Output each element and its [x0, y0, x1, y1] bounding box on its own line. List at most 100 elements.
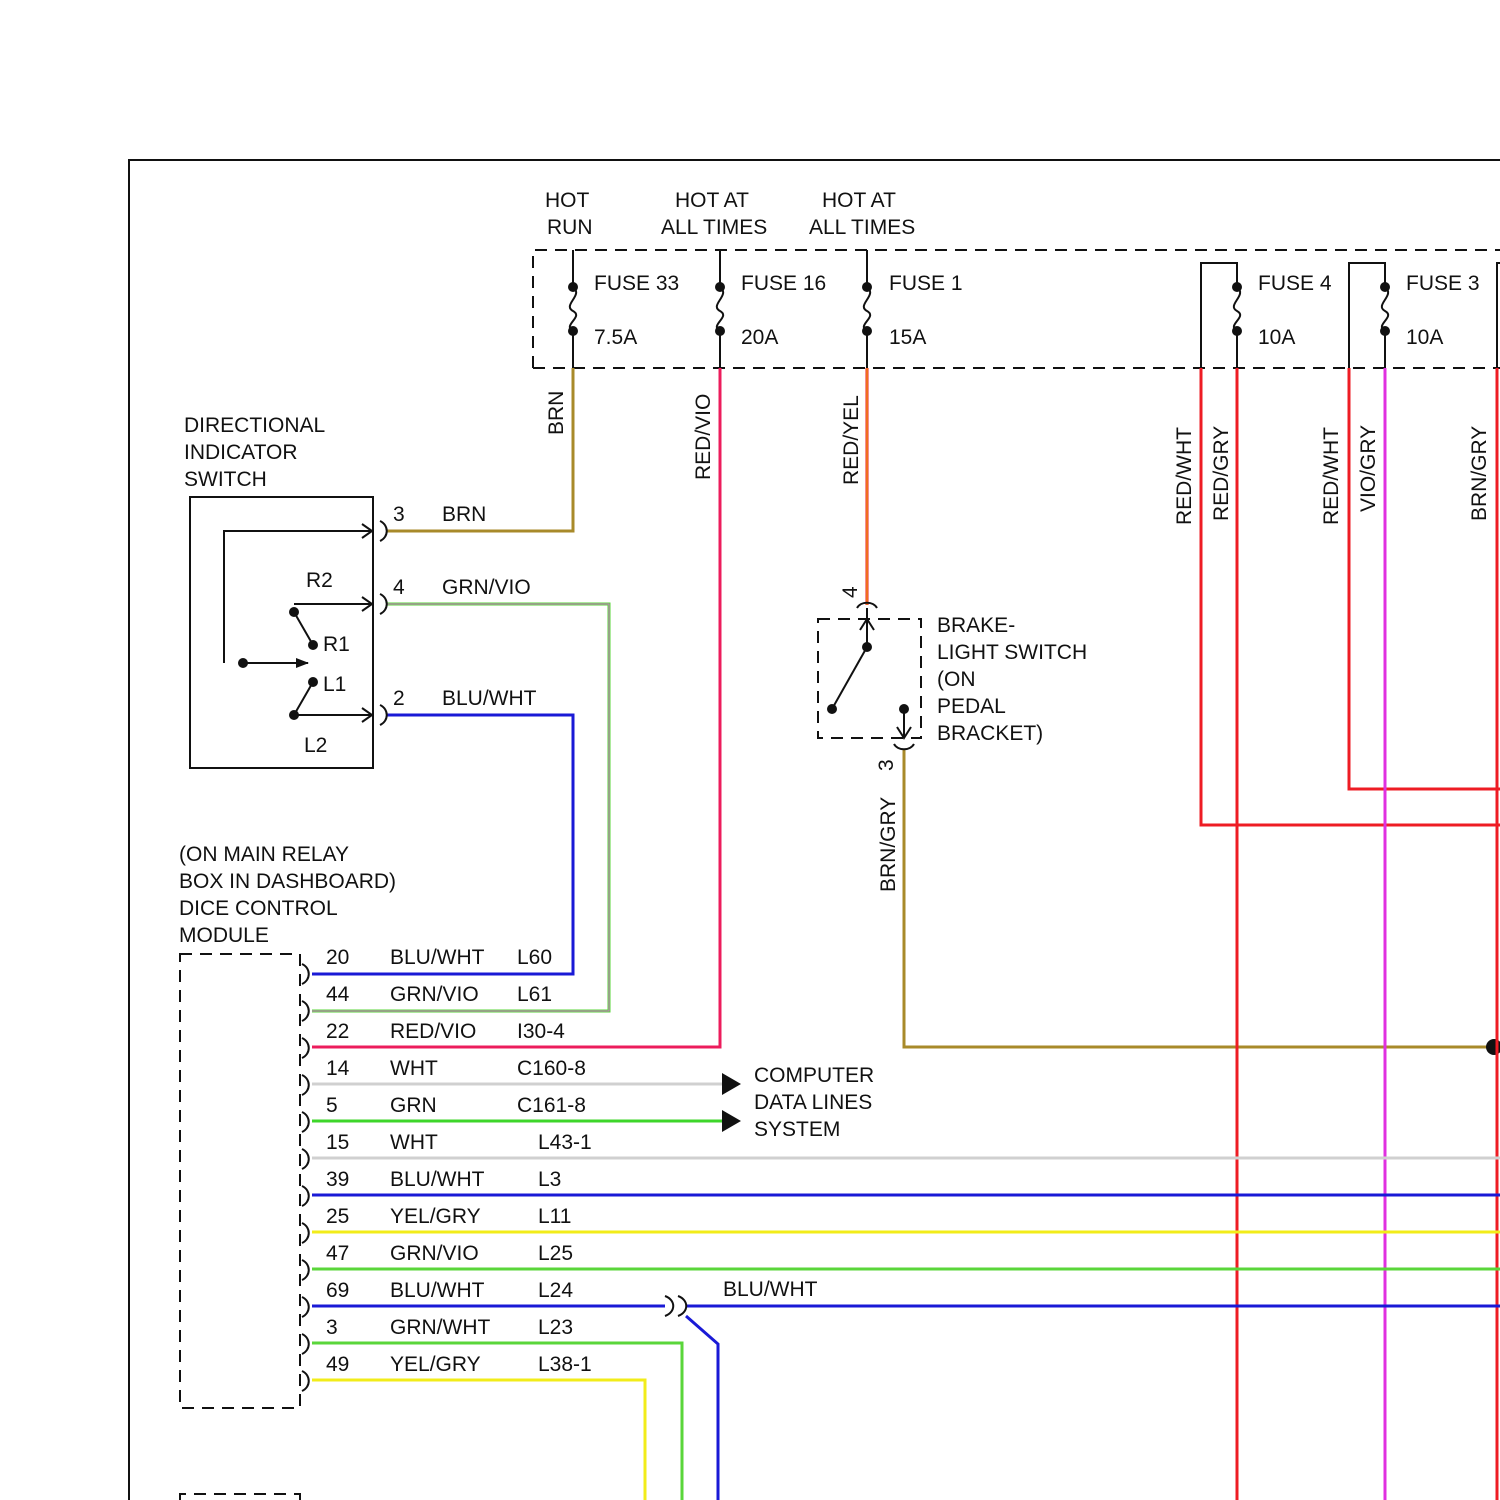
wire-label: GRN [390, 1094, 437, 1117]
fuse-rating: 20A [741, 326, 778, 349]
pin-number: 20 [326, 946, 349, 969]
fuse-rating: 10A [1406, 326, 1443, 349]
component-title: (ON [937, 668, 976, 691]
pin-connector [302, 1001, 309, 1021]
system-label: DATA LINES [754, 1091, 872, 1114]
column-label: HOT AT [675, 189, 749, 212]
wire-label: RED/WHT [1320, 427, 1343, 525]
contact-label: L2 [304, 734, 327, 757]
column-label: HOT AT [822, 189, 896, 212]
wire-label: BRN [545, 391, 568, 435]
component-title: BRACKET) [937, 722, 1043, 745]
component-title: (ON MAIN RELAY [179, 843, 349, 866]
pin-connector [302, 1186, 309, 1206]
system-label: COMPUTER [754, 1064, 874, 1087]
pin-number: 14 [326, 1057, 350, 1080]
wire-label: RED/VIO [390, 1020, 476, 1043]
dice-module-body [180, 954, 300, 1408]
contact-label: L1 [323, 673, 346, 696]
wire-label: YEL/GRY [390, 1205, 481, 1228]
wire-label: GRN/VIO [390, 983, 479, 1006]
column-label: ALL TIMES [809, 216, 915, 239]
circuit-label: L25 [538, 1242, 573, 1265]
pin-number: 39 [326, 1168, 349, 1191]
pin-number: 22 [326, 1020, 349, 1043]
fuse-name: FUSE 3 [1406, 272, 1480, 295]
wire-label: BLU/WHT [442, 687, 537, 710]
column-label: ALL TIMES [661, 216, 767, 239]
fuse-rating: 15A [889, 326, 926, 349]
wire-label: RED/VIO [692, 394, 715, 480]
wire-label: YEL/GRY [390, 1353, 481, 1376]
column-label: HOT [545, 189, 590, 212]
component-title: PEDAL [937, 695, 1006, 718]
fuse-33-symbol [568, 250, 578, 368]
wire-label: GRN/VIO [442, 576, 531, 599]
wire-label: GRN/VIO [390, 1242, 479, 1265]
circuit-label: L43-1 [538, 1131, 592, 1154]
fuse-rating: 7.5A [594, 326, 637, 349]
wire-label: BRN [442, 503, 486, 526]
circuit-label: L23 [538, 1316, 573, 1339]
component-title: BRAKE- [937, 614, 1015, 637]
pin-number: 3 [326, 1316, 338, 1339]
wire-label: BRN/GRY [1468, 426, 1491, 521]
pin-number: 69 [326, 1279, 349, 1302]
wire-yel-gry [312, 1380, 645, 1500]
computer-data-lines-label: COMPUTER DATA LINES SYSTEM [754, 1064, 874, 1141]
pin-connector [302, 1038, 309, 1058]
brake-switch-body [818, 619, 921, 738]
wire-label: WHT [390, 1057, 438, 1080]
pin-number: 49 [326, 1353, 349, 1376]
contact-label: R1 [323, 633, 350, 656]
arrow-right-icon [722, 1073, 741, 1095]
fuse-4-symbol [1201, 263, 1242, 368]
fuse-name: FUSE 16 [741, 272, 826, 295]
wire-label: RED/WHT [1173, 427, 1196, 525]
system-label: SYSTEM [754, 1118, 840, 1141]
circuit-label: L11 [538, 1205, 571, 1228]
pin-number: 4 [839, 586, 862, 598]
circuit-label: C160-8 [517, 1057, 586, 1080]
wire-blu-wht [686, 1316, 718, 1500]
component-title: DIRECTIONAL [184, 414, 325, 437]
wire-label: RED/GRY [1210, 426, 1233, 521]
wire-label: BLU/WHT [390, 1168, 485, 1191]
pin-number: 44 [326, 983, 350, 1006]
fuse-1-symbol [862, 250, 872, 368]
pin-connector [302, 1149, 309, 1169]
component-title: BOX IN DASHBOARD) [179, 870, 396, 893]
pin-number: 3 [393, 503, 405, 526]
pin-connector [302, 1112, 309, 1132]
fuse-panel-outline [533, 250, 1500, 368]
second-module-body [180, 1494, 300, 1500]
pin-number: 4 [393, 576, 405, 599]
inline-connector [665, 1296, 686, 1316]
arrow-right-icon [722, 1110, 741, 1132]
pin-connector [302, 1260, 309, 1280]
wire-label: WHT [390, 1131, 438, 1154]
pin-connector [302, 1297, 309, 1317]
wire-label: GRN/WHT [390, 1316, 490, 1339]
wire-label: BLU/WHT [390, 1279, 485, 1302]
fuse-panel: HOT RUN HOT AT ALL TIMES HOT AT ALL TIME… [533, 189, 1500, 368]
circuit-label: L60 [517, 946, 552, 969]
circuit-label: L3 [538, 1168, 561, 1191]
pin-connector [302, 1075, 309, 1095]
wire-label: BRN/GRY [877, 797, 900, 892]
fuse-rating: 10A [1258, 326, 1295, 349]
fuse-name: FUSE 1 [889, 272, 963, 295]
wire-brn-gry [904, 750, 1492, 1047]
dice-connectors [302, 964, 309, 1391]
pin-connector [302, 1334, 309, 1354]
pin-number: 2 [393, 687, 405, 710]
component-title: LIGHT SWITCH [937, 641, 1087, 664]
brake-light-switch: 4 3 BRAKE- LIGHT SWITCH (ON PEDAL BRACKE… [818, 586, 1087, 771]
pin-connector [302, 1223, 309, 1243]
wire-label: VIO/GRY [1357, 425, 1380, 512]
circuit-label: I30-4 [517, 1020, 565, 1043]
pin-number: 3 [875, 759, 898, 771]
component-title: DICE CONTROL [179, 897, 338, 920]
pin-number: 5 [326, 1094, 338, 1117]
pin-number: 47 [326, 1242, 349, 1265]
